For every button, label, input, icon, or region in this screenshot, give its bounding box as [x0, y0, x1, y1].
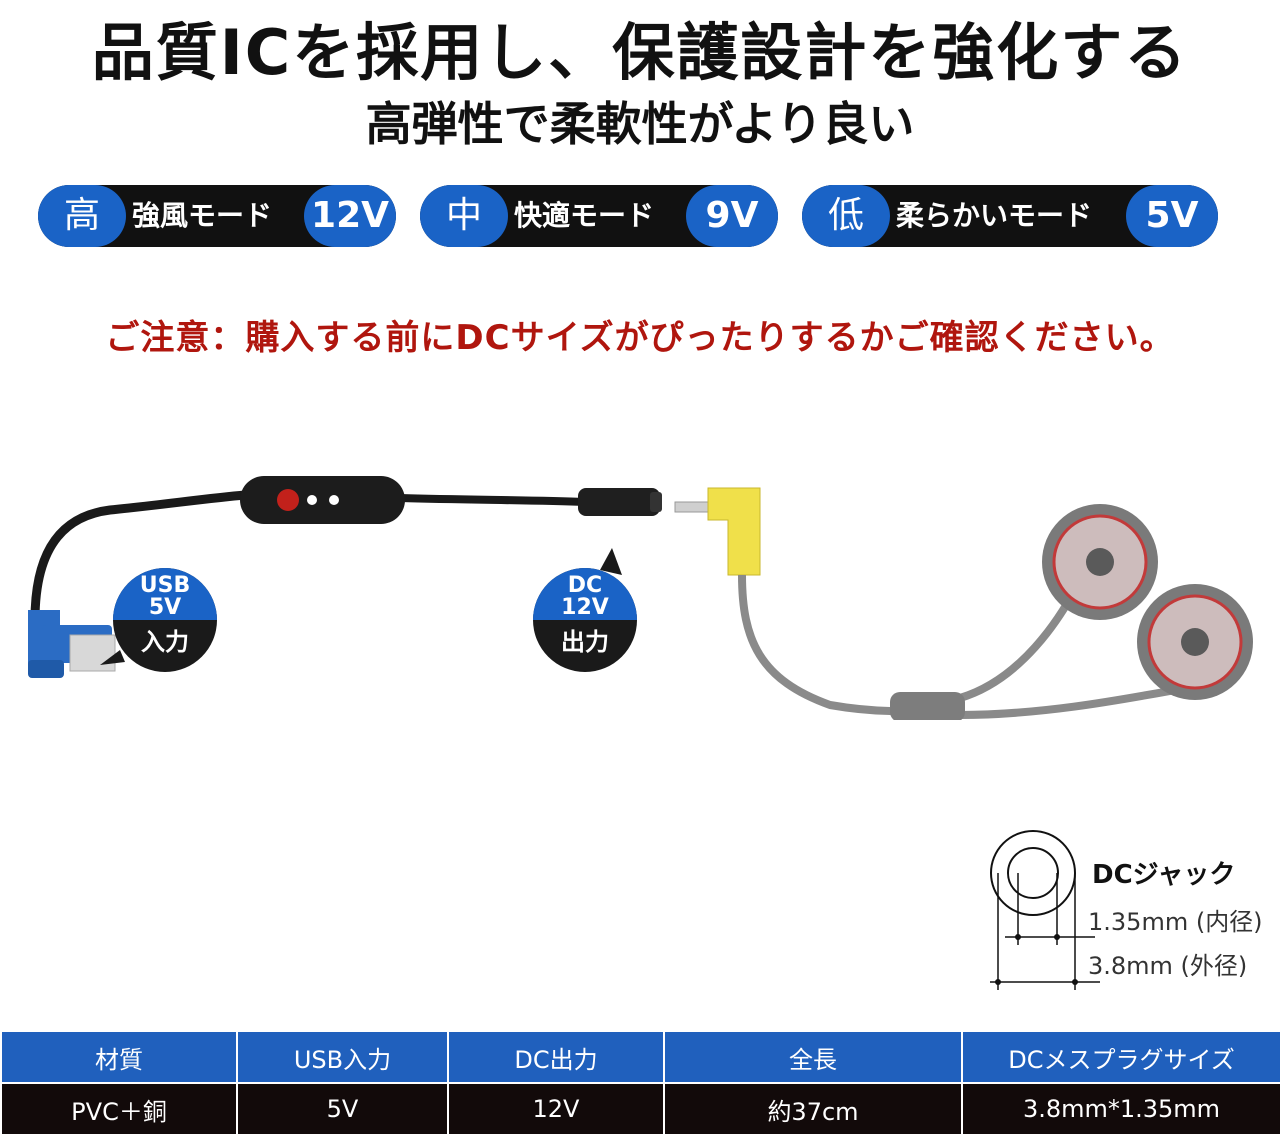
table-header-cell: DCメスプラグサイズ [961, 1030, 1280, 1084]
dc-badge-line2: 12V [561, 595, 609, 620]
dc-jack-outer: 3.8mm (外径) [1088, 952, 1248, 980]
fan-icon-2 [1137, 584, 1253, 700]
spec-table: 材質 USB入力 DC出力 全長 DCメスプラグサイズ PVC＋銅 5V 12V… [0, 1030, 1280, 1136]
usb-badge-line2: 5V [149, 595, 181, 620]
usb-cable [30, 490, 246, 621]
mode-voltage: 5V [1126, 185, 1218, 247]
page-subtitle: 高弾性で柔軟性がより良い [365, 97, 915, 151]
fan-icon-1 [1042, 504, 1158, 620]
dc-jack-inner: 1.35mm (内径) [1088, 908, 1263, 936]
mode-name: 快適モード [514, 199, 655, 232]
dc-badge-line1: DC [568, 573, 602, 598]
table-row: PVC＋銅 5V 12V 約37cm 3.8mm*1.35mm [0, 1082, 1280, 1136]
table-header-cell: 全長 [663, 1030, 963, 1084]
mode-mid: 中 快適モード 9V [420, 185, 778, 247]
mode-low: 低 柔らかいモード 5V [802, 185, 1218, 247]
product-illustration: USB 5V 入力 DC 12V 出力 [28, 476, 1253, 720]
table-cell: 3.8mm*1.35mm [961, 1082, 1280, 1136]
mode-high: 高 強風モード 12V [38, 185, 396, 247]
mode-level: 高 [38, 185, 126, 247]
dc-badge-label: 出力 [561, 628, 609, 656]
mode-level: 低 [802, 185, 890, 247]
table-cell: PVC＋銅 [0, 1082, 238, 1136]
dc-female-connector [578, 488, 660, 516]
dc-male-plug [707, 487, 761, 576]
mode-name: 柔らかいモード [896, 199, 1093, 232]
dc-jack-diagram [990, 830, 1100, 990]
controller-button-icon [277, 489, 299, 511]
usb-badge-label: 入力 [141, 628, 189, 656]
table-cell: 5V [236, 1082, 449, 1136]
mode-voltage: 12V [304, 185, 396, 247]
dc-male-pin [674, 501, 714, 513]
mode-voltage: 9V [686, 185, 778, 247]
page-title: 品質ICを採用し、保護設計を強化する [91, 16, 1189, 89]
table-header-row: 材質 USB入力 DC出力 全長 DCメスプラグサイズ [0, 1030, 1280, 1084]
usb-plug-metal [69, 634, 116, 672]
table-header-cell: 材質 [0, 1030, 238, 1084]
table-cell: 約37cm [663, 1082, 963, 1136]
table-header-cell: USB入力 [236, 1030, 449, 1084]
usb-badge-line1: USB [140, 573, 190, 598]
mode-name: 強風モード [132, 199, 273, 232]
table-cell: 12V [447, 1082, 665, 1136]
main-cable [399, 494, 586, 506]
fan-cable [738, 574, 926, 716]
y-splitter [890, 692, 965, 720]
mode-level: 中 [420, 185, 508, 247]
notice-text: ご注意：購入する前にDCサイズがぴったりするかご確認ください。 [105, 318, 1175, 358]
table-header-cell: DC出力 [447, 1030, 665, 1084]
controller-box [240, 476, 405, 524]
dc-jack-title: DCジャック [1092, 860, 1236, 890]
